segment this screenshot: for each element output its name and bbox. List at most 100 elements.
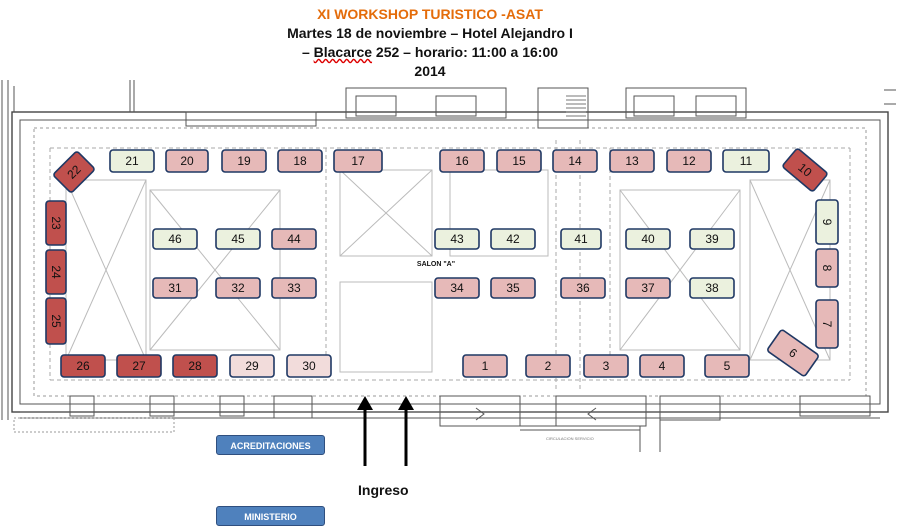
booth-box [286,354,332,378]
booth-13[interactable]: 13 [609,149,655,173]
booth-39[interactable]: 39 [689,228,735,250]
booth-box [625,277,671,299]
booth-43[interactable]: 43 [434,228,480,250]
booth-7[interactable]: 7 [815,299,839,349]
booth-21[interactable]: 21 [109,149,155,173]
booth-46[interactable]: 46 [152,228,198,250]
booth-box [583,354,629,378]
booth-10[interactable]: 10 [782,148,828,192]
booth-number: 38 [705,281,719,295]
booth-number: 44 [287,232,301,246]
booth-35[interactable]: 35 [490,277,536,299]
booth-box [689,228,735,250]
booth-number: 42 [506,232,520,246]
booth-number: 34 [450,281,464,295]
booth-27[interactable]: 27 [116,354,162,378]
booth-15[interactable]: 15 [496,149,542,173]
booth-number: 9 [820,219,834,226]
booth-box [490,228,536,250]
booth-26[interactable]: 26 [60,354,106,378]
booth-24[interactable]: 24 [45,249,67,295]
booth-number: 24 [49,265,63,279]
booth-45[interactable]: 45 [215,228,261,250]
event-title: XI WORKSHOP TURISTICO -ASAT [317,6,543,22]
booth-42[interactable]: 42 [490,228,536,250]
event-year: 2014 [414,63,446,79]
booth-box [462,354,508,378]
booth-17[interactable]: 17 [333,149,383,173]
salon-label: SALON "A" [417,261,455,268]
booth-number: 29 [245,359,259,373]
booth-40[interactable]: 40 [625,228,671,250]
booth-25[interactable]: 25 [45,297,67,345]
acreditaciones-button[interactable]: ACREDITACIONES [216,435,325,455]
booth-20[interactable]: 20 [165,149,209,173]
booth-37[interactable]: 37 [625,277,671,299]
booth-box [767,329,819,377]
entrance-arrows [357,396,414,466]
booth-number: 45 [231,232,245,246]
booth-box [560,277,606,299]
booth-number: 3 [603,359,610,373]
booth-number: 17 [351,154,365,168]
booth-box [271,277,317,299]
booth-30[interactable]: 30 [286,354,332,378]
booth-box [221,149,267,173]
event-date-venue: Martes 18 de noviembre – Hotel Alejandro… [287,25,573,41]
booth-box [609,149,655,173]
booth-11[interactable]: 11 [722,149,770,173]
booth-box [434,228,480,250]
booth-number: 35 [506,281,520,295]
ministerio-button[interactable]: MINISTERIO [216,506,325,526]
booth-box [439,149,485,173]
booth-box [109,149,155,173]
booth-box [60,354,106,378]
booth-36[interactable]: 36 [560,277,606,299]
booth-18[interactable]: 18 [277,149,323,173]
booth-box [815,199,839,245]
booth-number: 7 [820,321,834,328]
booth-box [215,277,261,299]
booth-29[interactable]: 29 [229,354,275,378]
booth-box [165,149,209,173]
booth-23[interactable]: 23 [45,200,67,246]
booth-number: 40 [641,232,655,246]
booth-6[interactable]: 6 [767,329,820,377]
booth-number: 33 [287,281,301,295]
booth-3[interactable]: 3 [583,354,629,378]
booth-box [525,354,571,378]
booth-number: 1 [482,359,489,373]
booth-number: 37 [641,281,655,295]
booth-22[interactable]: 22 [53,151,95,193]
booth-38[interactable]: 38 [689,277,735,299]
booth-19[interactable]: 19 [221,149,267,173]
booth-number: 28 [188,359,202,373]
entrance-arrow-right [398,396,414,466]
booth-28[interactable]: 28 [172,354,218,378]
booth-box [172,354,218,378]
booth-44[interactable]: 44 [271,228,317,250]
booth-4[interactable]: 4 [639,354,685,378]
booth-number: 20 [180,154,194,168]
booth-box [490,277,536,299]
booth-12[interactable]: 12 [666,149,712,173]
event-address-hours: – Blacarce 252 – horario: 11:00 a 16:00 [301,44,559,60]
booth-number: 13 [625,154,639,168]
booth-33[interactable]: 33 [271,277,317,299]
booth-32[interactable]: 32 [215,277,261,299]
booth-8[interactable]: 8 [815,248,839,288]
booth-2[interactable]: 2 [525,354,571,378]
booth-9[interactable]: 9 [815,199,839,245]
booth-41[interactable]: 41 [560,228,602,250]
booth-16[interactable]: 16 [439,149,485,173]
booth-31[interactable]: 31 [152,277,198,299]
booth-box [333,149,383,173]
booth-5[interactable]: 5 [704,354,750,378]
booth-14[interactable]: 14 [552,149,598,173]
booth-number: 12 [682,154,696,168]
booth-34[interactable]: 34 [434,277,480,299]
booth-number: 27 [132,359,146,373]
booth-number: 19 [237,154,251,168]
booth-box [625,228,671,250]
booth-1[interactable]: 1 [462,354,508,378]
